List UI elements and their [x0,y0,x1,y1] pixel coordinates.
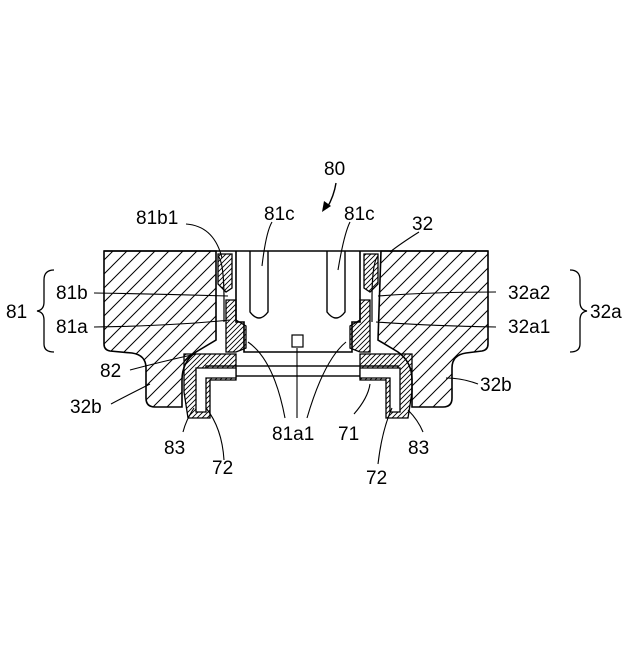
label-81a1: 81a1 [272,424,314,445]
label-32a2: 32a2 [508,283,550,304]
label-81: 81 [6,302,27,323]
label-71: 71 [338,424,359,445]
label-83-right: 83 [408,438,429,459]
label-81c-left: 81c [264,204,295,225]
seal-82-right [360,354,412,418]
label-81b: 81b [56,283,88,304]
label-32b-left: 32b [70,397,102,418]
label-81a: 81a [56,317,88,338]
label-72-right: 72 [366,468,387,489]
brace-32a [570,270,587,352]
label-80: 80 [324,159,345,180]
part-72-right [360,368,400,412]
label-72-left: 72 [212,458,233,479]
label-32a: 32a [590,302,622,323]
label-32: 32 [412,214,433,235]
label-32a1: 32a1 [508,317,550,338]
label-83-left: 83 [164,438,185,459]
brace-81 [37,270,54,352]
part-72-left [196,368,236,412]
label-82: 82 [100,361,121,382]
window-81a1 [292,335,303,347]
label-81c-right: 81c [344,204,375,225]
label-81b1: 81b1 [136,208,178,229]
seal-82-left [184,354,236,418]
label-32b-right: 32b [480,375,512,396]
